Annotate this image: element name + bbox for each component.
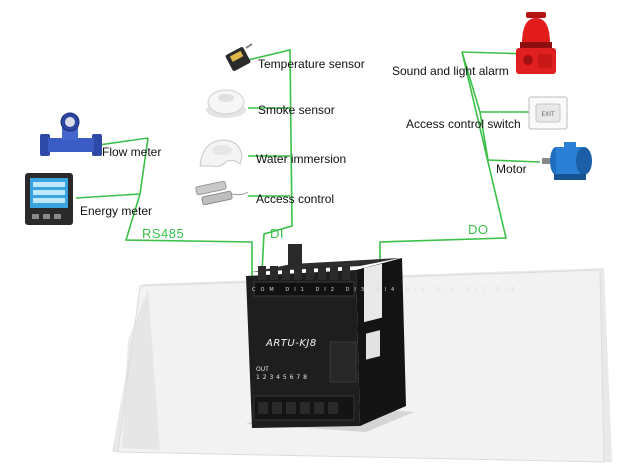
access-control-switch-label: Access control switch — [406, 117, 521, 131]
terminal-di7: DI7 — [466, 287, 490, 293]
flow-meter-label: Flow meter — [102, 145, 162, 159]
terminal-di5: DI5 — [405, 287, 430, 293]
module-top-terminals: COM DI1 DI2 DI3 DI4 DI5 DI6 DI7 DI8 — [252, 287, 520, 293]
temperature-sensor-label: Temperature sensor — [258, 57, 365, 71]
rs485-bus-label: RS485 — [142, 226, 185, 241]
energy-meter-label: Energy meter — [80, 204, 153, 218]
terminal-di2: DI2 — [315, 287, 339, 293]
terminal-di1: DI1 — [285, 287, 309, 293]
exit-button-icon: EXIT — [528, 96, 568, 130]
water-immersion-label: Water immersion — [256, 152, 347, 166]
artu-module — [246, 244, 414, 432]
svg-text:EXIT: EXIT — [541, 111, 555, 118]
water-sensor-icon — [199, 139, 243, 167]
energy-meter-icon — [25, 173, 73, 225]
electric-motor-icon — [542, 142, 592, 180]
temperature-sensor-icon — [225, 43, 253, 71]
magnetic-contact-icon — [195, 180, 249, 206]
module-model-label: ARTU-KJ8 — [266, 338, 317, 349]
terminal-di4: DI4 — [375, 287, 400, 293]
alarm-beacon-icon — [516, 12, 556, 74]
terminal-com: COM — [252, 287, 279, 293]
terminal-di6: DI6 — [435, 287, 460, 293]
access-control-label: Access control — [256, 192, 335, 206]
do-bus-label: DO — [468, 222, 489, 237]
module-out-numbers: 1 2 3 4 5 6 7 8 — [256, 374, 308, 381]
smoke-detector-icon — [206, 89, 246, 118]
smoke-sensor-label: Smoke sensor — [258, 103, 335, 117]
terminal-di3: DI3 — [345, 287, 370, 293]
module-out-label: OUT — [256, 366, 269, 373]
flow-meter-icon — [40, 112, 102, 156]
di-bus-label: DI — [270, 226, 284, 241]
sound-light-alarm-label: Sound and light alarm — [392, 64, 509, 78]
motor-label: Motor — [496, 162, 527, 176]
terminal-di8: DI8 — [496, 287, 520, 293]
